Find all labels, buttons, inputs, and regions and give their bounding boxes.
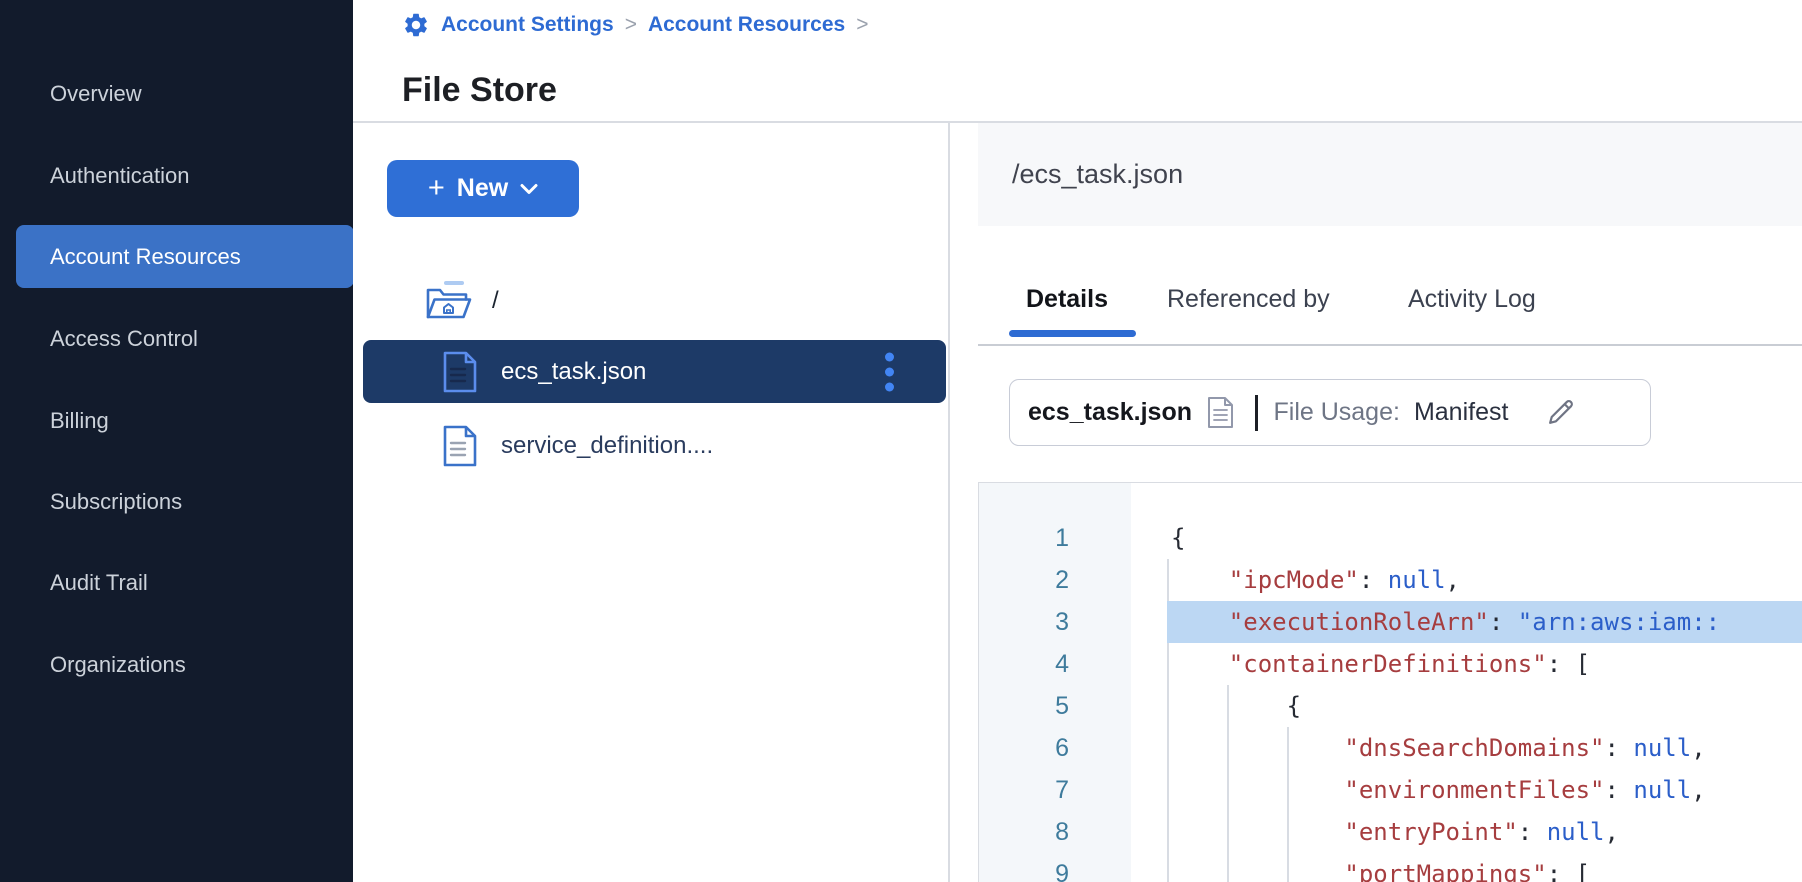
- file-usage-label: File Usage:: [1273, 398, 1400, 426]
- breadcrumb-separator: >: [624, 13, 637, 36]
- indent-guide: [1167, 559, 1169, 882]
- root-path-label: /: [492, 287, 499, 314]
- edit-pencil-icon[interactable]: [1545, 397, 1576, 428]
- breadcrumb-link-account-settings[interactable]: Account Settings: [441, 13, 614, 36]
- tab-referenced-by[interactable]: Referenced by: [1167, 285, 1330, 313]
- panel-divider: [948, 122, 950, 882]
- code-line-9[interactable]: "portMappings": [: [1344, 860, 1591, 882]
- sidebar-item-overview[interactable]: Overview: [0, 62, 353, 125]
- sidebar-item-label: Organizations: [50, 651, 186, 677]
- sidebar-item-label: Authentication: [50, 162, 190, 188]
- sidebar-item-audit-trail[interactable]: Audit Trail: [0, 551, 353, 614]
- indent-guide: [1227, 685, 1229, 882]
- sidebar-item-access-control[interactable]: Access Control: [0, 307, 353, 370]
- sidebar-item-label: Billing: [50, 407, 109, 433]
- breadcrumb-link-account-resources[interactable]: Account Resources: [647, 13, 846, 36]
- chevron-down-icon: [520, 183, 538, 195]
- home-folder-icon: [425, 280, 473, 322]
- tab-activity-log[interactable]: Activity Log: [1408, 285, 1536, 313]
- line-number: 8: [1055, 818, 1069, 846]
- file-card-name: ecs_task.json: [1028, 398, 1192, 426]
- kebab-menu-icon[interactable]: [881, 348, 898, 395]
- document-icon: [443, 351, 477, 393]
- code-line-1[interactable]: {: [1171, 524, 1186, 552]
- root-folder-row[interactable]: /: [425, 280, 499, 322]
- line-number: 3: [1055, 608, 1069, 636]
- document-icon: [1207, 396, 1234, 429]
- sidebar: Overview Authentication Account Resource…: [0, 0, 353, 882]
- gear-icon: [402, 11, 430, 39]
- file-row-service-definition[interactable]: service_definition....: [363, 414, 946, 477]
- sidebar-item-label: Account Resources: [50, 243, 241, 269]
- sidebar-item-label: Subscriptions: [50, 488, 183, 514]
- line-number: 1: [1055, 524, 1069, 552]
- active-tab-underline: [1009, 330, 1136, 337]
- new-button-label: New: [456, 174, 509, 202]
- file-name: service_definition....: [501, 431, 714, 459]
- page-title: File Store: [402, 70, 557, 109]
- code-line-7[interactable]: "environmentFiles": null,: [1344, 776, 1706, 804]
- line-number-gutter: [979, 483, 1131, 882]
- line-number: 6: [1055, 734, 1069, 762]
- sidebar-item-organizations[interactable]: Organizations: [0, 633, 353, 696]
- sidebar-item-subscriptions[interactable]: Subscriptions: [0, 470, 353, 533]
- file-name: ecs_task.json: [501, 357, 647, 385]
- sidebar-item-label: Audit Trail: [50, 569, 148, 595]
- line-number: 7: [1055, 776, 1069, 804]
- code-line-6[interactable]: "dnsSearchDomains": null,: [1344, 734, 1706, 762]
- line-number: 4: [1055, 650, 1069, 678]
- code-line-2[interactable]: "ipcMode": null,: [1228, 566, 1460, 594]
- file-path-text: /ecs_task.json: [1012, 159, 1184, 189]
- sidebar-item-label: Overview: [50, 80, 142, 106]
- code-line-8[interactable]: "entryPoint": null,: [1344, 818, 1619, 846]
- tab-details[interactable]: Details: [1026, 285, 1108, 313]
- line-number: 9: [1055, 860, 1069, 882]
- file-path-header: /ecs_task.json: [978, 123, 1802, 226]
- file-row-ecs-task[interactable]: ecs_task.json: [363, 340, 946, 403]
- sidebar-item-account-resources[interactable]: Account Resources: [16, 225, 353, 288]
- line-number: 5: [1055, 692, 1069, 720]
- sidebar-item-billing[interactable]: Billing: [0, 389, 353, 452]
- highlighted-line-background: [1167, 601, 1802, 643]
- breadcrumb-separator: >: [856, 13, 869, 36]
- divider-bar: [1255, 394, 1258, 431]
- code-editor[interactable]: 1 2 3 4 5 6 7 8 9 { "ipcMode": null, "executionR…: [978, 482, 1802, 882]
- file-usage-value: Manifest: [1413, 398, 1509, 426]
- line-number: 2: [1055, 566, 1069, 594]
- plus-icon: +: [427, 172, 445, 204]
- code-line-3[interactable]: "executionRoleArn": "arn:aws:iam::: [1131, 601, 1802, 643]
- document-icon: [443, 425, 477, 467]
- sidebar-item-authentication[interactable]: Authentication: [0, 144, 353, 207]
- indent-guide: [1287, 727, 1289, 882]
- tab-divider: [978, 344, 1802, 346]
- header-divider: [353, 121, 1802, 123]
- breadcrumb: Account Settings > Account Resources >: [402, 9, 868, 41]
- new-button[interactable]: + New: [387, 160, 579, 217]
- code-line-4[interactable]: "containerDefinitions": [: [1228, 650, 1591, 678]
- code-line-5[interactable]: {: [1171, 692, 1302, 720]
- file-info-card: ecs_task.json File Usage: Manifest: [1009, 379, 1651, 446]
- sidebar-item-label: Access Control: [50, 325, 198, 351]
